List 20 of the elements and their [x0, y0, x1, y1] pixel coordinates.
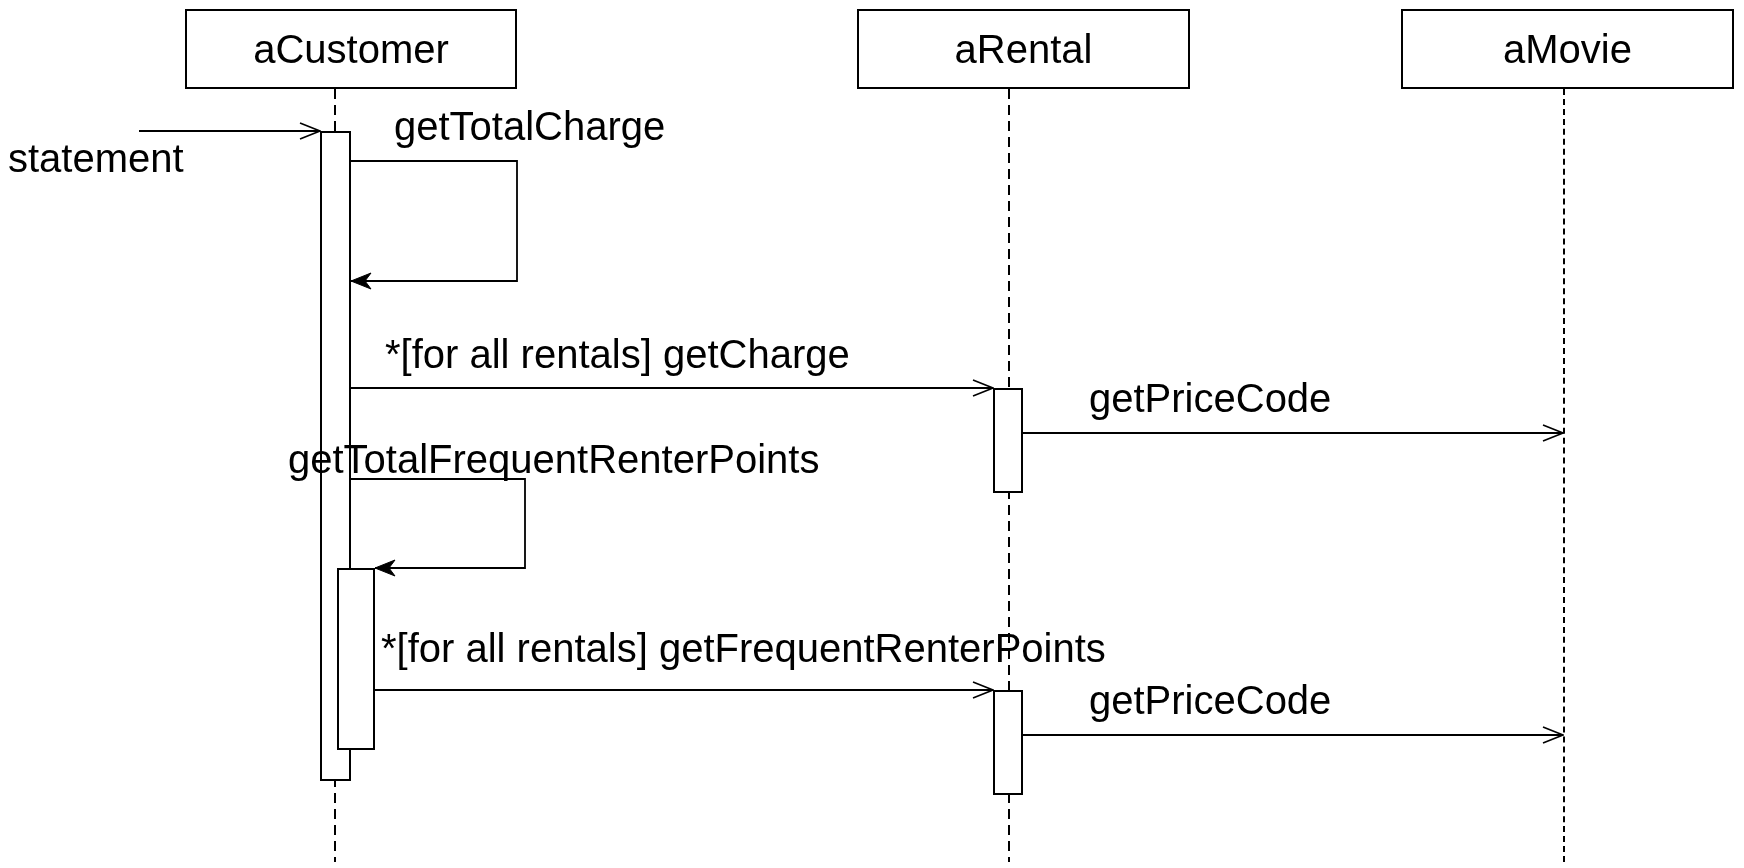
- object-box: aCustomer: [185, 9, 517, 89]
- message-label: statement: [8, 138, 184, 178]
- message-label: getTotalCharge: [394, 106, 666, 146]
- object-box: aMovie: [1401, 9, 1734, 89]
- message-arrow: [1022, 424, 1564, 442]
- object-box: aRental: [857, 9, 1190, 89]
- activation-bar: [337, 568, 375, 750]
- message-label: *[for all rentals] getCharge: [385, 334, 850, 374]
- message-label: getPriceCode: [1089, 680, 1332, 720]
- message-arrow: [138, 122, 321, 140]
- message-arrow: [350, 478, 526, 577]
- message-arrow: [1022, 726, 1564, 744]
- lifeline: [1563, 89, 1567, 862]
- message-label: *[for all rentals] getFrequentRenterPoints: [381, 628, 1106, 668]
- message-label: getPriceCode: [1089, 378, 1332, 418]
- message-arrow: [374, 681, 994, 699]
- message-arrow: [350, 379, 994, 397]
- activation-bar: [993, 690, 1023, 795]
- activation-bar: [993, 388, 1023, 493]
- message-arrow: [350, 160, 518, 290]
